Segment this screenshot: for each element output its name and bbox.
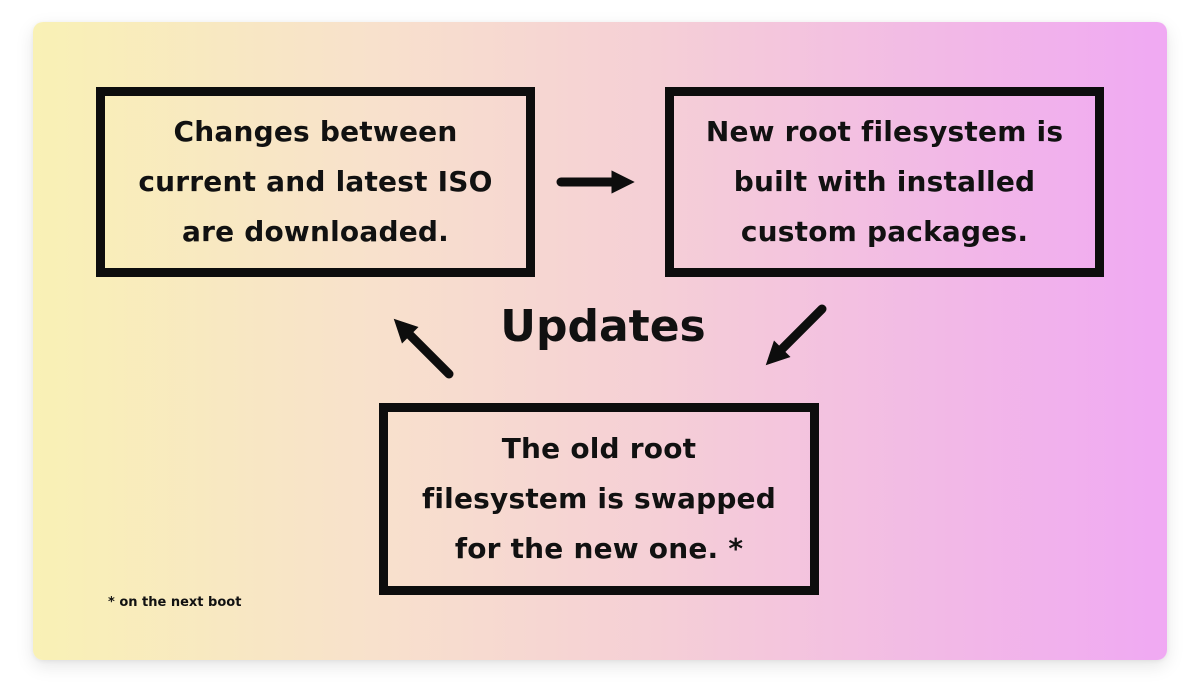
- arrow-up-left-icon: [393, 318, 454, 379]
- footnote: * on the next boot: [108, 595, 242, 610]
- step-1-text: Changes between current and latest ISO a…: [138, 115, 493, 248]
- step-2-text: New root filesystem is built with instal…: [705, 115, 1064, 248]
- gradient-background: [33, 22, 1167, 660]
- arrow-down-left-icon: [765, 304, 827, 366]
- step-2-box: New root filesystem is built with instal…: [665, 87, 1104, 277]
- step-1-box: Changes between current and latest ISO a…: [96, 87, 535, 277]
- diagram-card: Changes between current and latest ISO a…: [33, 22, 1167, 660]
- diagram-title: Updates: [500, 301, 706, 352]
- step-3-box: The old root filesystem is swapped for t…: [379, 403, 819, 595]
- arrows-layer: [393, 170, 827, 379]
- step-3-text: The old root filesystem is swapped for t…: [421, 432, 776, 565]
